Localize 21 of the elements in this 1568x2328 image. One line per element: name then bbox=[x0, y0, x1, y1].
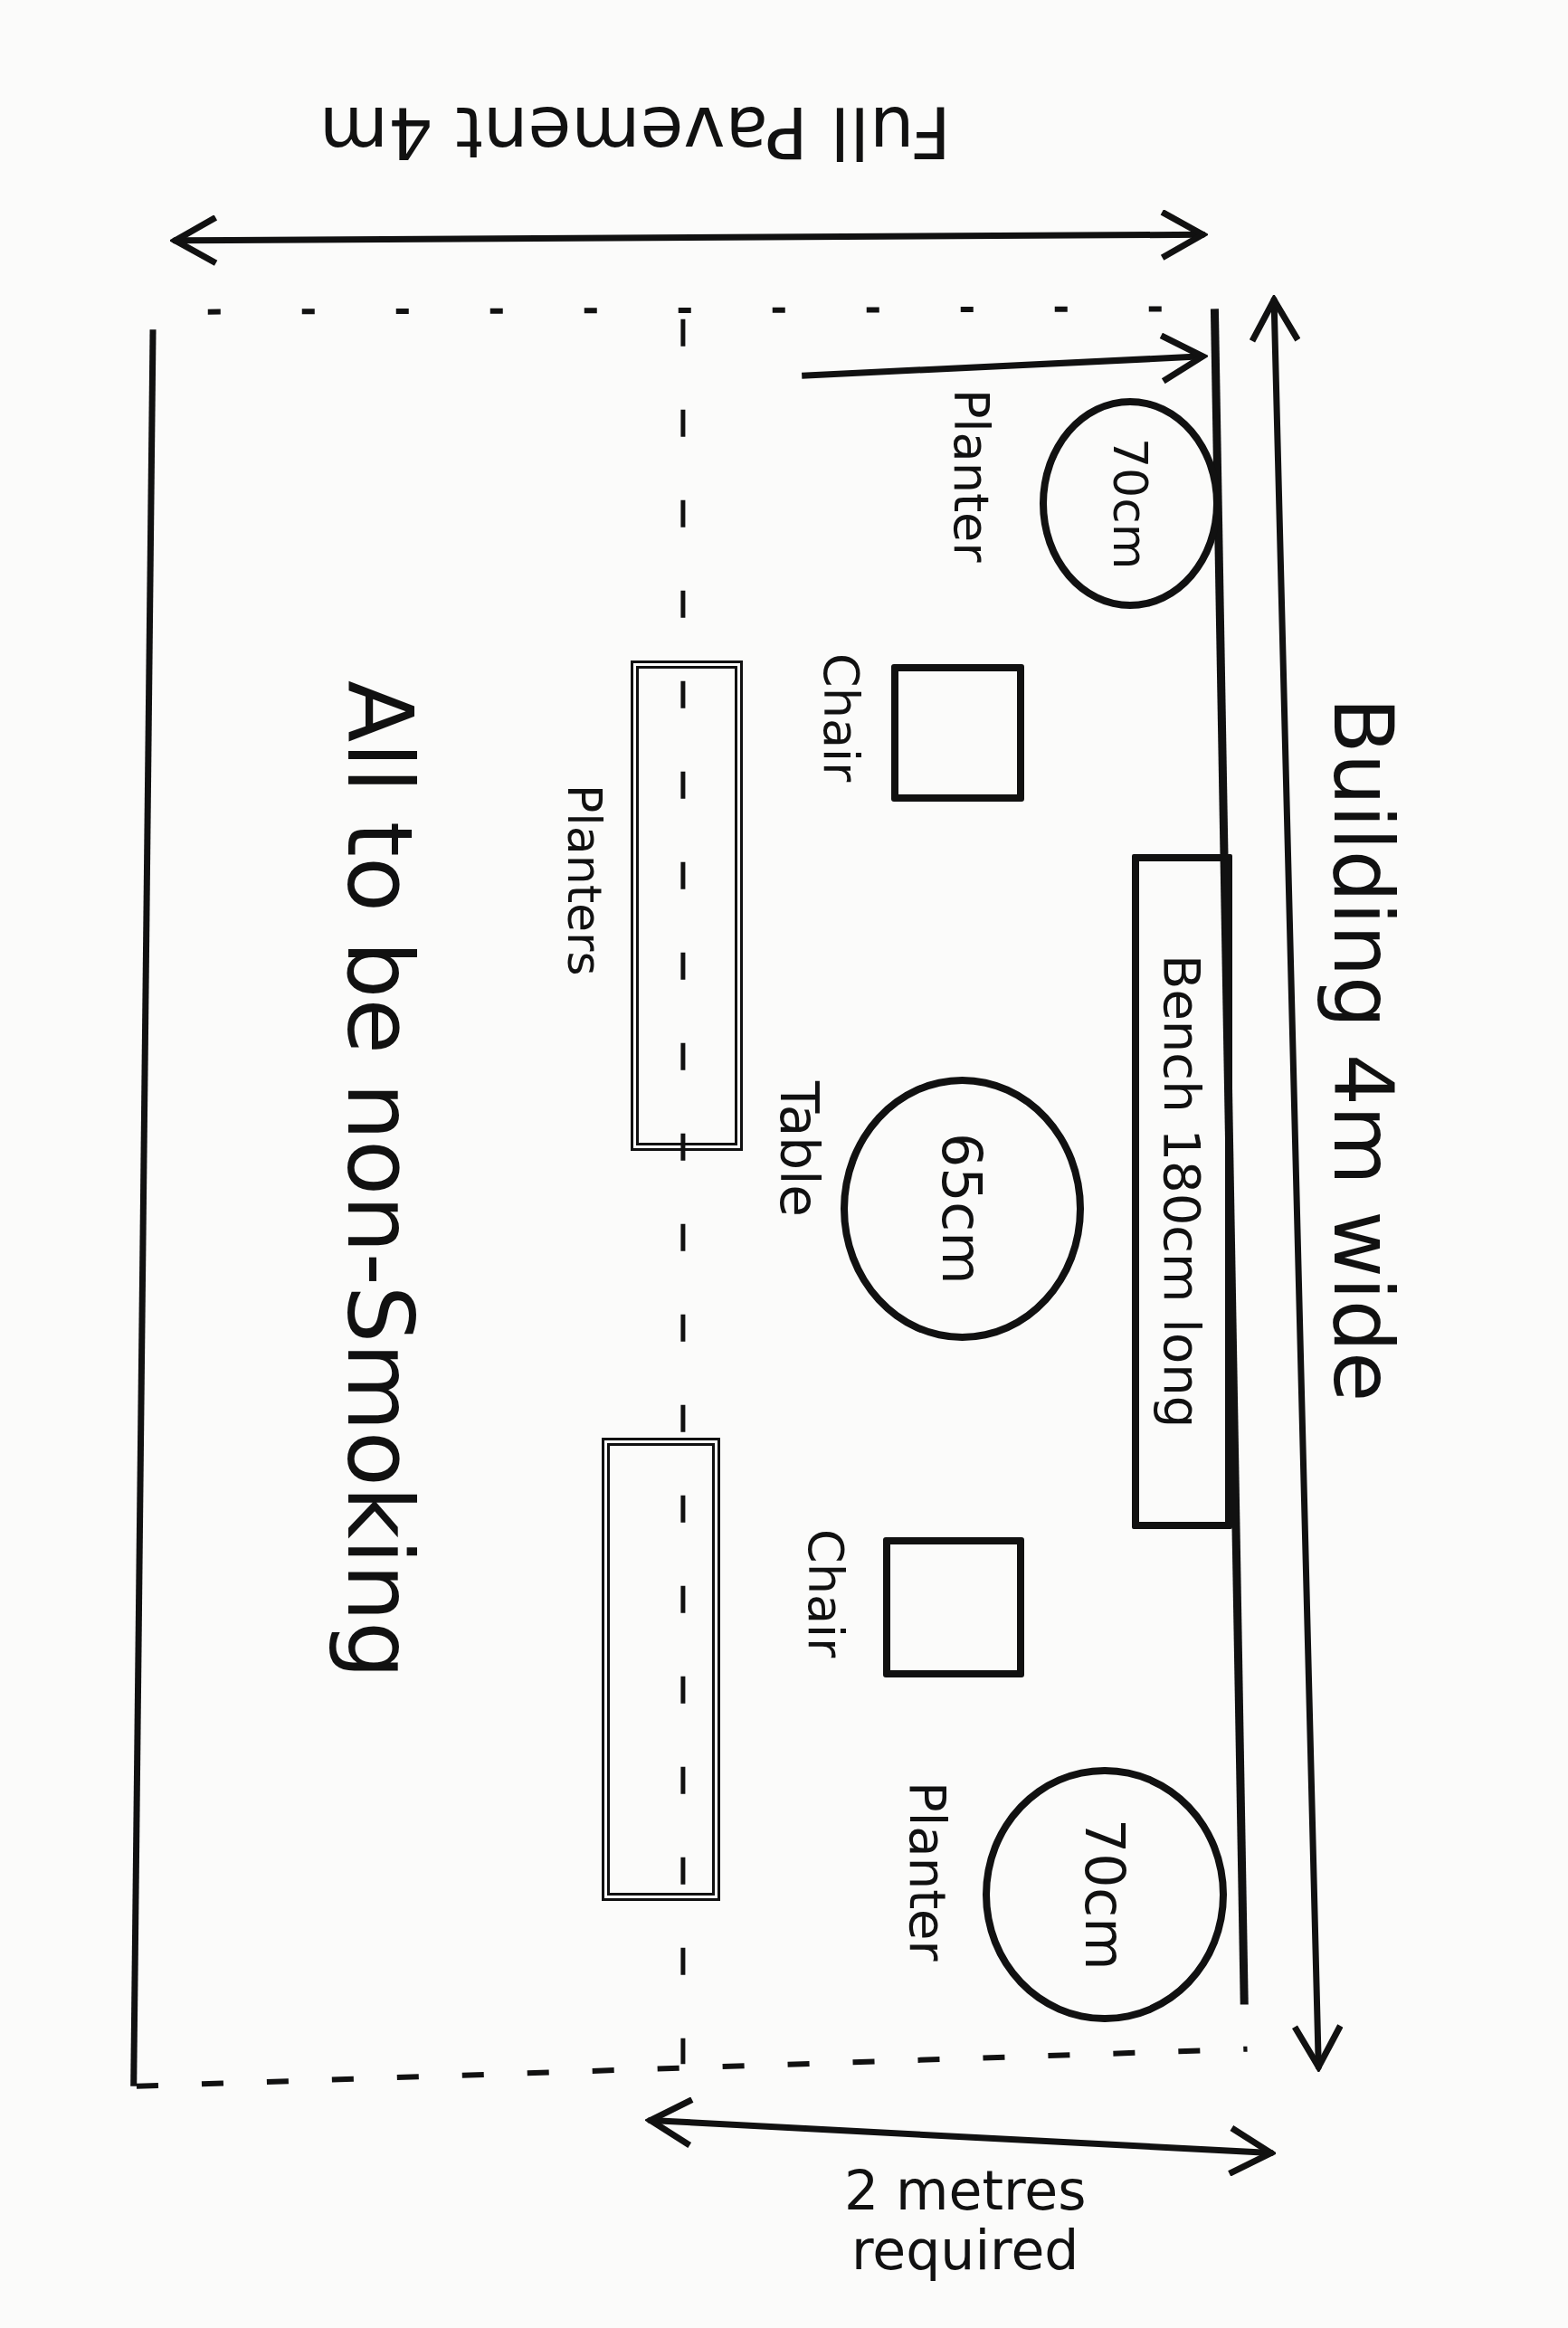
planter-circle bbox=[983, 1766, 1227, 2023]
planter-bar bbox=[631, 660, 743, 1151]
dimension-label: 2 metres required bbox=[842, 2160, 1088, 2280]
item-name: Chair bbox=[813, 653, 868, 783]
dimension-label: Building 4m wide bbox=[1318, 698, 1409, 1402]
chair-square bbox=[890, 663, 1025, 803]
item-name: Planters bbox=[558, 784, 611, 975]
item-name: Table bbox=[769, 1080, 827, 1217]
shape-label: 70cm bbox=[1074, 1819, 1135, 1971]
shape-label: Bench 180cm long bbox=[1154, 955, 1211, 1429]
table-circle bbox=[840, 1076, 1084, 1341]
item-name: Chair bbox=[798, 1529, 853, 1658]
note-text: All to be non-Smoking bbox=[329, 679, 430, 1678]
chair-square bbox=[883, 1536, 1025, 1678]
dimension-label: Full Pavement 4m bbox=[318, 91, 951, 170]
bench-rectangle bbox=[1131, 853, 1233, 1530]
item-name: Planter bbox=[899, 1782, 956, 1962]
shape-label: 65cm bbox=[932, 1132, 993, 1285]
planter-bar bbox=[601, 1437, 720, 1901]
shape-label: 70cm bbox=[1104, 437, 1156, 570]
item-name: Planter bbox=[944, 388, 999, 563]
